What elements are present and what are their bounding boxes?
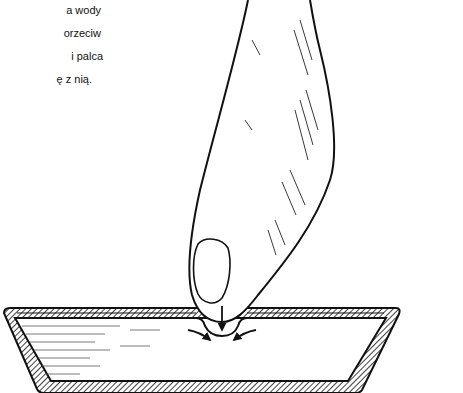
pressure-arrows bbox=[188, 306, 256, 340]
caption-text-line: orzeciw bbox=[64, 27, 101, 40]
water-shading bbox=[22, 326, 160, 374]
dish-wall bbox=[4, 308, 400, 393]
caption-text-line: a wody bbox=[66, 4, 101, 17]
fingernail bbox=[194, 239, 231, 303]
caption-text-line: i palca bbox=[71, 50, 103, 63]
finger-shading bbox=[245, 20, 318, 255]
caption-text-line: ę z nią. bbox=[57, 73, 92, 86]
finger bbox=[189, 0, 334, 322]
